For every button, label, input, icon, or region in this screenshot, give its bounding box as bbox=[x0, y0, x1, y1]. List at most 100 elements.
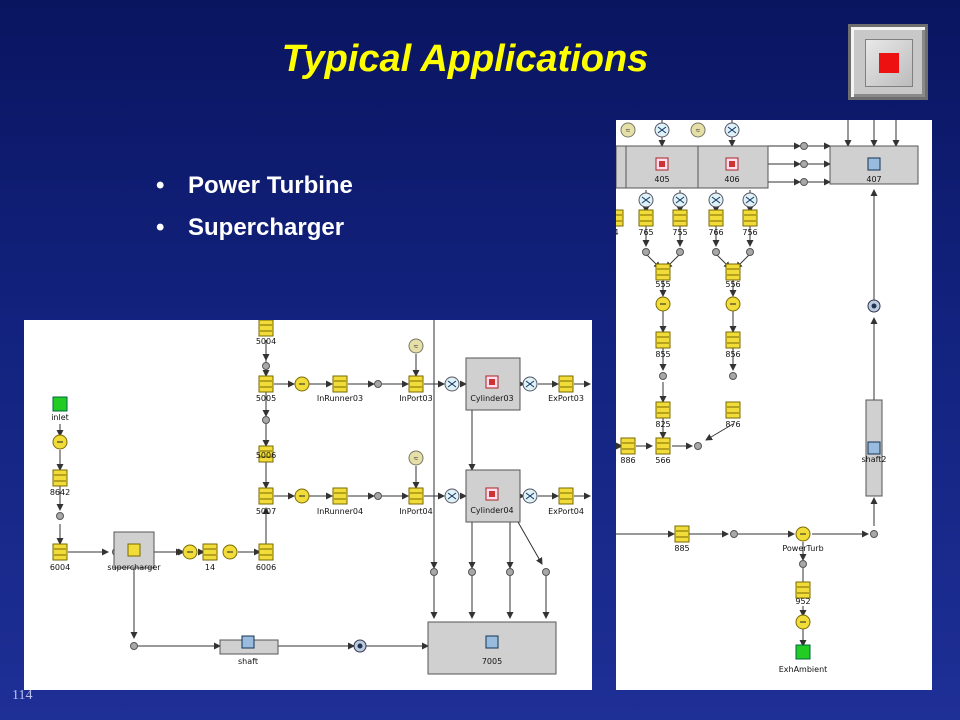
injector-icon bbox=[408, 338, 424, 354]
junction-node bbox=[542, 568, 550, 576]
junction-node bbox=[430, 568, 438, 576]
export04-label: ExPort04 bbox=[548, 507, 584, 516]
block-407-label: 407 bbox=[866, 175, 881, 184]
valve-icon-mark bbox=[727, 126, 737, 134]
junction-node bbox=[799, 560, 807, 568]
valve-icon-mark bbox=[525, 492, 535, 500]
shaft2-label: shaft2 bbox=[861, 455, 886, 464]
valve-icon-mark bbox=[745, 196, 755, 204]
bullet-item: •Power Turbine bbox=[156, 168, 353, 210]
shaft-icon bbox=[485, 635, 499, 649]
shaft-icon bbox=[241, 635, 255, 649]
stop-button[interactable] bbox=[848, 24, 928, 100]
ambient-icon bbox=[52, 396, 68, 412]
ambient-icon bbox=[795, 644, 811, 660]
pipe-886-label: 886 bbox=[620, 456, 635, 465]
pipe-component bbox=[655, 263, 671, 281]
pipe-756-label: 756 bbox=[742, 228, 757, 237]
junction-node bbox=[729, 372, 737, 380]
pipe-755-label: 755 bbox=[672, 228, 687, 237]
pipe-component bbox=[258, 487, 274, 505]
junction-556-label: 556 bbox=[725, 280, 740, 289]
pipe-component bbox=[620, 437, 636, 455]
inrunner04-label: InRunner04 bbox=[317, 507, 363, 516]
pipe-component bbox=[408, 487, 424, 505]
pipe-component bbox=[708, 209, 724, 227]
valve-icon-mark bbox=[447, 492, 457, 500]
injector-icon bbox=[690, 122, 706, 138]
injector-icon-glyph: ≈ bbox=[414, 454, 419, 463]
powerturb-label: PowerTurb bbox=[782, 544, 823, 553]
junction-566-label: 566 bbox=[655, 456, 670, 465]
junction-node bbox=[870, 530, 878, 538]
injector-icon bbox=[620, 122, 636, 138]
valve-icon-mark bbox=[641, 196, 651, 204]
pipe-765-label: 765 bbox=[638, 228, 653, 237]
junction-node bbox=[800, 142, 808, 150]
cylinder-icon-core bbox=[729, 161, 735, 167]
pipe-855-label: 855 bbox=[655, 350, 670, 359]
pipe-component bbox=[258, 543, 274, 561]
pipe-6004-label: 6004 bbox=[50, 563, 70, 572]
cylinder-icon-core bbox=[659, 161, 665, 167]
pipe-component bbox=[672, 209, 688, 227]
bullet-dot: • bbox=[156, 172, 165, 199]
cylinder-icon-core bbox=[489, 379, 495, 385]
compressor-icon bbox=[127, 543, 141, 557]
junction-555-label: 555 bbox=[655, 280, 670, 289]
pipe-component bbox=[558, 375, 574, 393]
junction-node bbox=[56, 512, 64, 520]
connector-line bbox=[517, 521, 543, 565]
shaft-icon bbox=[867, 441, 881, 455]
pipe-5006-label: 5006 bbox=[256, 451, 276, 460]
cylinder406-label: 406 bbox=[724, 175, 739, 184]
pipe-876-label: 876 bbox=[725, 420, 740, 429]
block-7005-label: 7005 bbox=[482, 657, 502, 666]
junction-node bbox=[262, 362, 270, 370]
pipe-952-label: 952 bbox=[795, 597, 810, 606]
injector-icon-glyph: ≈ bbox=[414, 342, 419, 351]
exhambient-label: ExhAmbient bbox=[779, 665, 828, 674]
pipe-component bbox=[258, 320, 274, 337]
sensor-icon-dot bbox=[871, 303, 877, 309]
pipe-5005-label: 5005 bbox=[256, 394, 276, 403]
pipe-component bbox=[332, 375, 348, 393]
valve-icon-mark bbox=[657, 126, 667, 134]
connector-line bbox=[705, 423, 734, 441]
pipe-component bbox=[655, 401, 671, 419]
junction-node bbox=[468, 568, 476, 576]
pipe-14-label: 14 bbox=[205, 563, 215, 572]
inport04-label: InPort04 bbox=[399, 507, 432, 516]
junction-node bbox=[262, 416, 270, 424]
inrunner03-label: InRunner03 bbox=[317, 394, 363, 403]
valve-icon-mark bbox=[675, 196, 685, 204]
supercharger-label: supercharger bbox=[107, 563, 161, 572]
injector-icon-glyph: ≈ bbox=[696, 126, 701, 135]
pipe-component bbox=[558, 487, 574, 505]
junction-node bbox=[694, 442, 702, 450]
pipe-component bbox=[258, 445, 274, 463]
junction-node bbox=[374, 380, 382, 388]
pipe-5007-label: 5007 bbox=[256, 507, 276, 516]
pipe-component bbox=[52, 543, 68, 561]
pipe-component bbox=[655, 437, 671, 455]
junction-node bbox=[712, 248, 720, 256]
junction-node bbox=[506, 568, 514, 576]
pipe-6006-label: 6006 bbox=[256, 563, 276, 572]
junction-node bbox=[730, 530, 738, 538]
pipe-component bbox=[616, 209, 624, 227]
pipe-856-label: 856 bbox=[725, 350, 740, 359]
pipe-component bbox=[52, 469, 68, 487]
export03-label: ExPort03 bbox=[548, 394, 584, 403]
injector-icon bbox=[408, 450, 424, 466]
cylinder405-label: 405 bbox=[654, 175, 669, 184]
junction-node bbox=[676, 248, 684, 256]
bullet-text: Supercharger bbox=[188, 214, 345, 241]
pipe-component bbox=[332, 487, 348, 505]
bullet-list: •Power Turbine • Supercharger bbox=[156, 168, 353, 252]
pipe-8642-label: 8642 bbox=[50, 488, 70, 497]
pipe-component bbox=[742, 209, 758, 227]
junction-node bbox=[659, 372, 667, 380]
pipe-component bbox=[202, 543, 218, 561]
